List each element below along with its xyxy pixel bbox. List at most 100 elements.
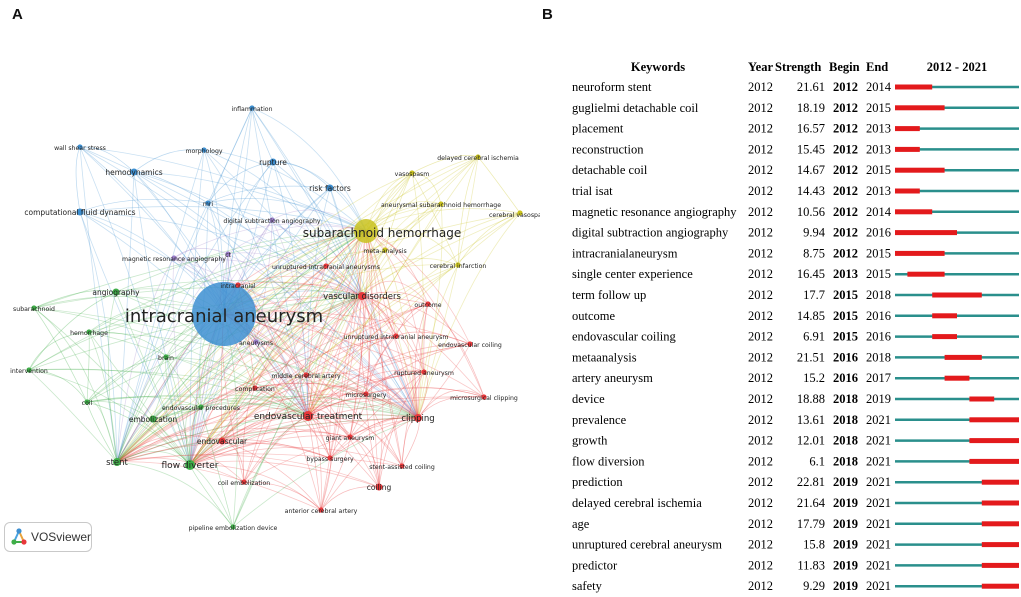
network-edge <box>417 212 521 419</box>
network-edge <box>28 230 367 371</box>
network-edge <box>189 435 351 466</box>
burst-bar <box>981 521 1019 527</box>
network-edge <box>189 265 327 466</box>
network-edge <box>116 202 209 463</box>
node-label-angiography: angiography <box>92 288 140 297</box>
network-edge <box>189 442 331 466</box>
network-edge <box>115 291 419 419</box>
network-edge <box>307 187 331 417</box>
network-edge <box>417 343 471 419</box>
row-strength: 11.83 <box>797 558 825 572</box>
network-edge <box>365 343 471 395</box>
row-begin: 2019 <box>833 538 858 552</box>
network-edge <box>349 416 419 438</box>
network-edge <box>227 253 309 417</box>
burst-bar <box>981 479 1019 485</box>
network-edge <box>79 198 209 213</box>
network-edge <box>307 397 419 419</box>
row-begin: 2015 <box>833 288 858 302</box>
node-label-endovascular-coiling: endovascular coiling <box>438 342 502 349</box>
network-edge <box>189 406 202 466</box>
network-edge <box>243 481 322 511</box>
network-edge <box>378 417 419 488</box>
row-year: 2012 <box>748 163 773 177</box>
row-begin: 2016 <box>833 371 858 385</box>
network-edge <box>329 417 419 459</box>
network-edge <box>203 149 363 297</box>
network-edge <box>307 249 386 417</box>
network-edge <box>384 172 413 251</box>
network-edge <box>221 440 245 483</box>
network-edge <box>365 371 425 395</box>
network-edge <box>223 311 471 345</box>
row-keyword: prevalence <box>572 413 627 427</box>
row-begin: 2012 <box>833 163 858 177</box>
network-edge <box>361 291 429 305</box>
network-edge <box>207 185 331 204</box>
row-year: 2012 <box>748 226 773 240</box>
network-edge <box>86 356 167 403</box>
burst-bar <box>907 271 945 277</box>
network-edge <box>365 393 380 488</box>
network-edge <box>152 417 191 466</box>
network-edge <box>33 290 117 309</box>
row-end: 2021 <box>866 496 891 510</box>
node-wall-shear-stress <box>77 144 83 150</box>
network-edge <box>86 395 309 417</box>
row-keyword: device <box>572 392 605 406</box>
network-edge <box>254 382 367 395</box>
network-edge <box>417 203 443 419</box>
row-keyword: reconstruction <box>572 142 644 156</box>
network-edge <box>207 198 367 232</box>
network-edge <box>349 335 397 438</box>
burst-bar <box>932 313 957 319</box>
vosviewer-logo: VOSviewer <box>4 522 92 552</box>
network-edge <box>307 230 367 417</box>
network-edge <box>33 307 118 463</box>
node-microsurgery <box>363 391 369 397</box>
network-edge <box>173 248 229 259</box>
node-label-brain: brain <box>158 355 174 362</box>
burst-bar <box>895 126 920 132</box>
network-edge <box>116 171 135 463</box>
node-coil-embolization <box>241 479 247 485</box>
network-edge <box>221 230 367 442</box>
network-edge <box>115 291 191 466</box>
network-edge <box>423 303 429 373</box>
network-edge <box>329 187 419 419</box>
network-edge <box>412 369 425 419</box>
network-edge <box>86 396 202 408</box>
row-begin: 2018 <box>833 454 858 468</box>
network-edge <box>307 393 367 417</box>
network-edge <box>116 427 351 463</box>
row-end: 2021 <box>866 579 891 593</box>
network-edge <box>255 293 363 343</box>
network-edge <box>88 331 419 419</box>
row-begin: 2019 <box>833 517 858 531</box>
node-brain <box>163 354 169 360</box>
row-begin: 2012 <box>833 101 858 115</box>
row-end: 2021 <box>866 558 891 572</box>
row-keyword: predictor <box>572 558 618 572</box>
vosviewer-logo-text: VOSviewer <box>30 530 91 544</box>
network-edge <box>207 107 253 204</box>
node-label-digital-subtraction-angiography: digital subtraction angiography <box>223 218 321 225</box>
network-edge <box>307 230 367 417</box>
row-begin: 2018 <box>833 392 858 406</box>
row-keyword: metaanalysis <box>572 350 637 364</box>
node-ct <box>225 251 231 257</box>
row-year: 2012 <box>748 205 773 219</box>
network-edge <box>189 374 307 466</box>
network-edge <box>243 295 363 483</box>
network-edge <box>165 230 367 358</box>
row-begin: 2012 <box>833 142 858 156</box>
network-edge <box>173 257 363 297</box>
network-edge <box>365 393 403 467</box>
network-edge <box>255 341 309 417</box>
row-strength: 21.64 <box>797 496 826 510</box>
network-edge <box>254 384 309 417</box>
row-year: 2012 <box>748 184 773 198</box>
network-edge <box>173 222 367 259</box>
